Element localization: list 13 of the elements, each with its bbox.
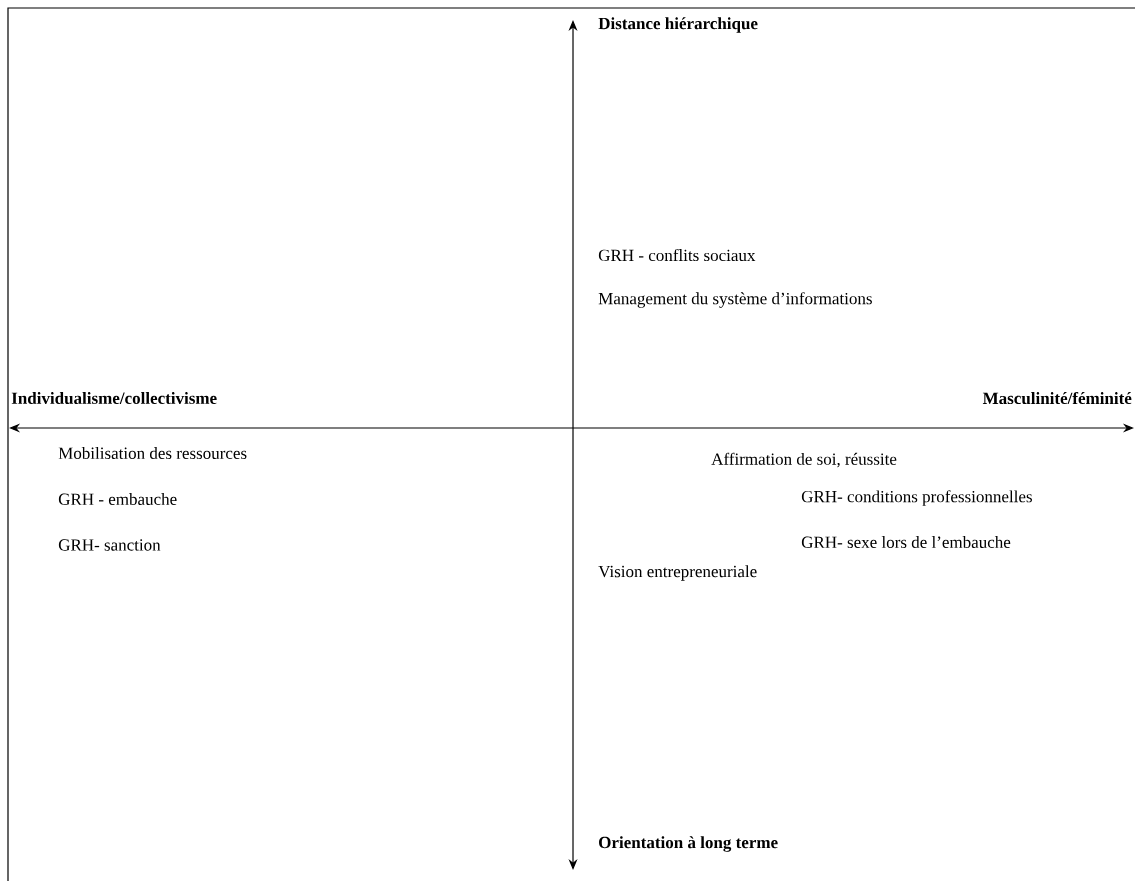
item-label: GRH- conditions professionnelles bbox=[801, 490, 1032, 506]
axis-label: Masculinité/féminité bbox=[982, 391, 1132, 405]
item-label: Mobilisation des ressources bbox=[58, 447, 247, 459]
axis-label: Individualisme/collectivisme bbox=[11, 392, 217, 404]
item-label: Affirmation de soi, réussite bbox=[711, 452, 897, 468]
item-label: Vision entrepreneuriale bbox=[598, 565, 757, 581]
item-label: GRH - conflits sociaux bbox=[598, 248, 756, 262]
item-label: GRH- sanction bbox=[58, 539, 161, 551]
item-label: GRH- sexe lors de l’embauche bbox=[801, 536, 1011, 548]
axis-label: Distance hiérarchique bbox=[598, 17, 758, 33]
item-label: Management du système d’informations bbox=[598, 292, 872, 308]
axis-label: Orientation à long terme bbox=[599, 836, 778, 852]
item-label: GRH - embauche bbox=[58, 493, 177, 505]
